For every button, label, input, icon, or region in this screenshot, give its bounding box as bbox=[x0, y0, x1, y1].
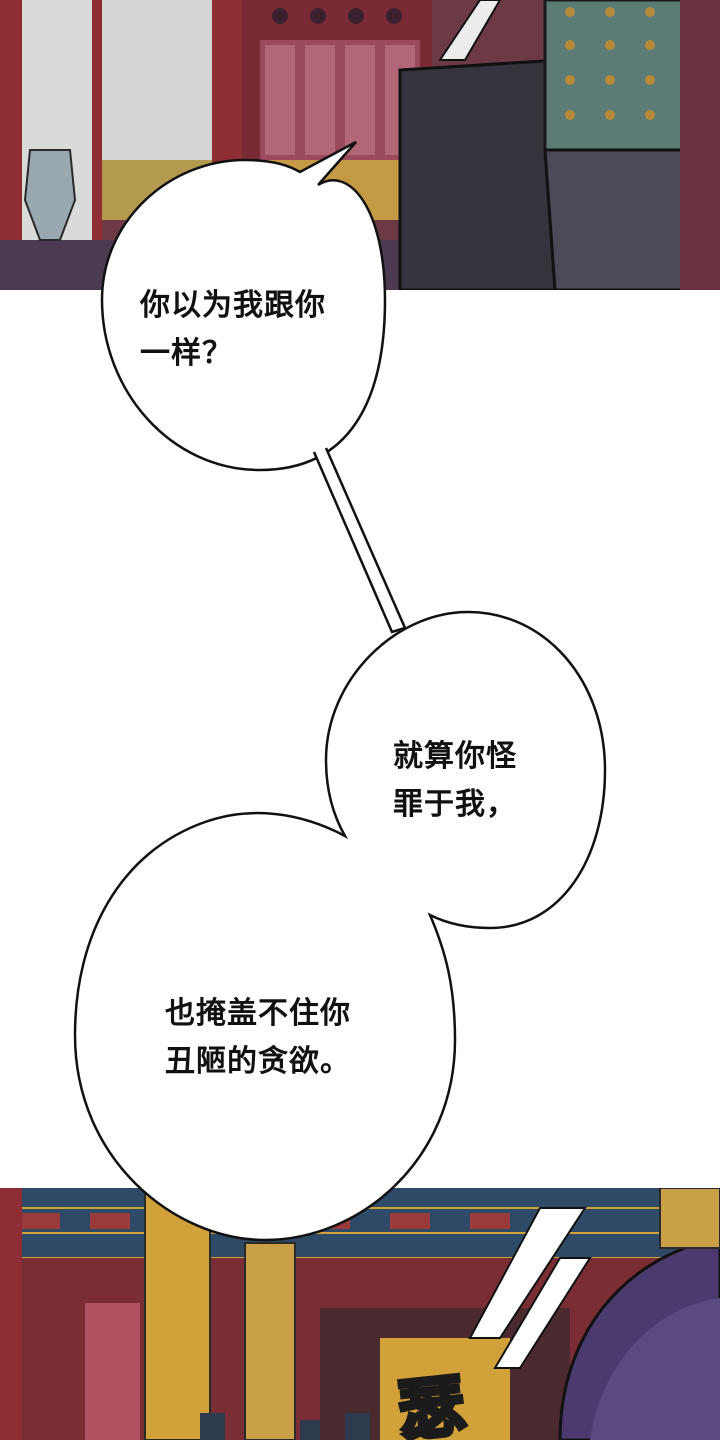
palace-interior-illustration bbox=[0, 0, 720, 290]
speech-bubble-1-text: 你以为我跟你 一样？ bbox=[140, 288, 326, 371]
sound-effect-text: 瑟 bbox=[393, 1365, 471, 1440]
palace-hall-illustration bbox=[0, 1188, 720, 1440]
top-panel bbox=[0, 0, 720, 290]
speech-bubble-2-text: 就算你怪 罪于我， bbox=[393, 739, 517, 822]
speech-bubble-3-text: 也掩盖不住你 丑陋的贪欲。 bbox=[165, 996, 351, 1079]
bottom-panel bbox=[0, 1188, 720, 1440]
